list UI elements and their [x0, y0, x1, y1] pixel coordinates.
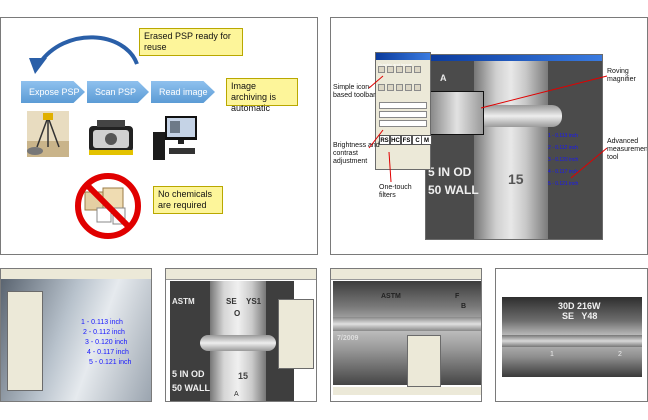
t4-weld [502, 335, 642, 347]
workflow-panel: Erased PSP ready for reuse Expose PSP Sc… [0, 17, 318, 255]
t2-toolbar [166, 269, 316, 280]
t2-o: O [234, 309, 241, 318]
brightness-slider[interactable] [379, 102, 427, 109]
rotate-tool-icon[interactable] [405, 66, 412, 73]
expose-photo [27, 111, 69, 157]
t3-f: F [455, 293, 460, 300]
measure-2: 2 - 0.112 inch [548, 145, 578, 151]
pipe-body [474, 61, 548, 239]
brightness-annotation: Brightness and contrast adjustment [333, 142, 380, 165]
palette-title: Graphic and Image [378, 62, 413, 67]
filter-button-rs[interactable]: RS [379, 135, 390, 145]
archive-label: Image archiving is automatic [226, 78, 298, 113]
t3-toolbar [331, 269, 481, 280]
radiograph: A 15 5 IN OD 50 WALL 1 - 0.113 inch 2 - … [426, 61, 602, 239]
t3-date: 7/2009 [337, 335, 359, 342]
thumbnail-weld[interactable]: ASTM F B 7/2009 [330, 268, 482, 402]
measure-5: 5 - 0.121 inch [548, 181, 579, 187]
t2-od: 5 IN OD [172, 369, 205, 379]
thumbnail-radiograph[interactable]: 30D 216W SE Y48 1 2 [495, 268, 648, 402]
measure-3: 3 - 0.120 inch [548, 157, 579, 163]
step-expose: Expose PSP [21, 81, 85, 103]
pan-tool-icon[interactable] [396, 66, 403, 73]
t3-weld [333, 317, 481, 331]
software-panel: A 15 5 IN OD 50 WALL 1 - 0.113 inch 2 - … [330, 17, 648, 255]
invert-tool-icon[interactable] [414, 84, 421, 91]
grid-tool-icon[interactable] [405, 84, 412, 91]
xray-wall: 50 WALL [428, 183, 479, 197]
t2-se: SE [226, 297, 237, 306]
contrast-slider[interactable] [379, 111, 427, 118]
t2-15: 15 [238, 371, 249, 381]
reuse-arrow-icon [29, 35, 139, 74]
measure-tool-icon[interactable] [414, 66, 421, 73]
filter-button-hc[interactable]: HC [390, 135, 401, 145]
t1-measure-2: 2 - 0.112 inch [83, 329, 125, 336]
icon-toolbar [376, 60, 430, 98]
roving-magnifier[interactable] [430, 91, 484, 135]
t1-measure-1: 1 - 0.113 inch [81, 319, 123, 326]
step-read: Read image [151, 81, 215, 103]
t2-image: ASTM SE YS1 O 15 5 IN OD 50 WALL A [170, 281, 294, 401]
t4-line2: SE Y48 [562, 311, 598, 321]
annotation-arrows [368, 75, 608, 183]
xray-letter: A [440, 73, 447, 83]
t2-astm: ASTM [172, 297, 195, 306]
t2-weld [200, 335, 276, 351]
thumbnail-measurement[interactable]: 1 - 0.113 inch 2 - 0.112 inch 3 - 0.120 … [0, 268, 152, 402]
t4-one: 1 [550, 351, 554, 358]
t4-two: 2 [618, 351, 622, 358]
palette-tool-icon[interactable] [396, 84, 403, 91]
no-chemicals-icon [75, 173, 141, 239]
t2-palette [278, 299, 314, 369]
t4-line1: 30D 216W [558, 301, 601, 311]
xray-number: 15 [508, 171, 524, 187]
zoom-tool-icon[interactable] [387, 66, 394, 73]
scanner-photo [89, 120, 133, 155]
weld-band [466, 105, 562, 127]
filters-annotation: One-touch filters [379, 184, 412, 199]
t3-statusbar [333, 387, 481, 395]
measure-1: 1 - 0.113 inch [548, 133, 578, 139]
xray-od: 5 IN OD [428, 165, 472, 179]
filter-button-fs[interactable]: FS [401, 135, 412, 145]
thumbnail-pipe[interactable]: ASTM SE YS1 O 15 5 IN OD 50 WALL A [165, 268, 317, 402]
magnifier-annotation: Roving magnifier [607, 68, 636, 83]
select-tool-icon[interactable] [378, 66, 385, 73]
t4-image: 30D 216W SE Y48 1 2 [502, 297, 642, 377]
toolbar-annotation: Simple icon-based toolbar [333, 84, 376, 99]
t3-astm: ASTM [381, 293, 401, 300]
reuse-label: Erased PSP ready for reuse [139, 28, 243, 56]
t1-measure-3: 3 - 0.120 inch [85, 339, 128, 346]
tool-palette: Graphic and Image RS HC FS C M [375, 52, 432, 170]
filter-button-m[interactable]: M [421, 135, 432, 145]
t3-b: B [461, 303, 467, 310]
step-scan: Scan PSP [87, 81, 149, 103]
viewer-titlebar [426, 55, 602, 61]
text-tool-icon[interactable] [378, 84, 385, 91]
chemicals-label: No chemicals are required [153, 186, 223, 214]
t1-measure-4: 4 - 0.117 inch [87, 349, 129, 356]
t3-palette [407, 335, 441, 387]
t1-measure-5: 5 - 0.121 inch [89, 359, 132, 366]
measure-4: 4 - 0.117 inch [548, 169, 578, 175]
measurement-annotation: Advanced measurement tool [607, 138, 648, 161]
t2-wall: 50 WALL [172, 383, 211, 393]
t2-a: A [234, 391, 239, 398]
line-tool-icon[interactable] [387, 84, 394, 91]
computer-photo [153, 116, 197, 160]
gamma-slider[interactable] [379, 120, 427, 127]
t1-palette [7, 291, 43, 391]
t2-ys1: YS1 [246, 297, 262, 306]
palette-titlebar: Graphic and Image [376, 53, 430, 67]
